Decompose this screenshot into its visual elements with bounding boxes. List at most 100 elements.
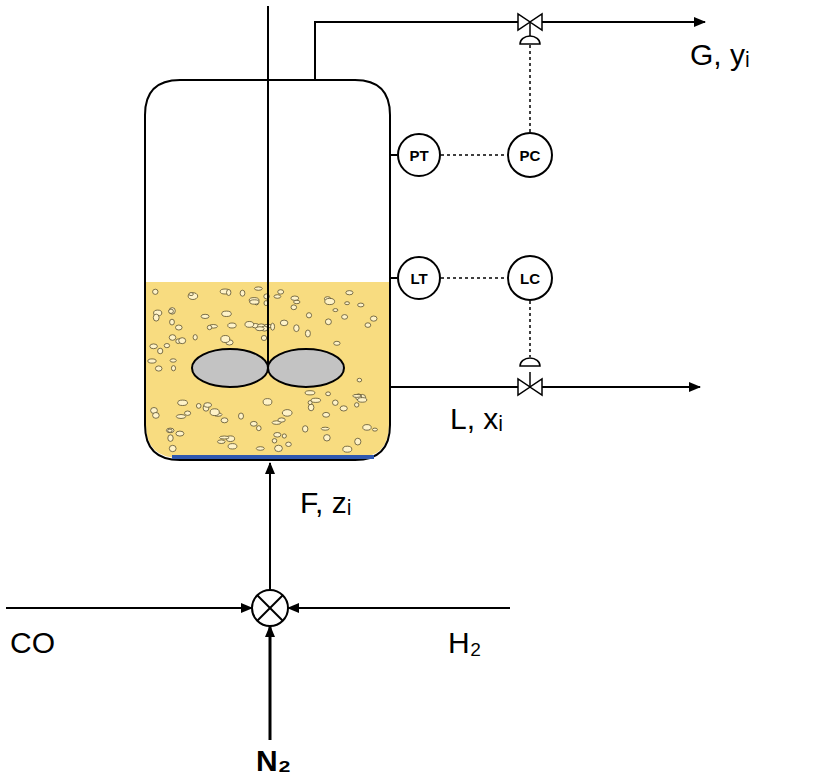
instrument-tag: LT — [410, 270, 427, 287]
instrument-tap — [390, 277, 397, 279]
gas-bubble — [278, 418, 285, 422]
gas-bubble — [333, 309, 338, 312]
gas-bubble — [294, 300, 300, 303]
gas-bubble — [326, 392, 331, 396]
gas-bubble — [178, 400, 188, 405]
gas-bubble — [342, 315, 348, 320]
gas-bubble — [150, 344, 158, 349]
gas-bubble — [343, 446, 352, 452]
instrument-bubble: PC — [507, 132, 553, 178]
instrument-bubble: LT — [397, 256, 441, 300]
gas-bubble — [324, 435, 331, 441]
stream-label: L, xᵢ — [450, 402, 503, 435]
n2-feed-arrow — [269, 626, 272, 740]
signal-line — [441, 277, 507, 279]
valve-stem — [529, 22, 531, 36]
gas-outlet-line — [315, 22, 518, 80]
gas-bubble — [305, 330, 310, 337]
co-feed-arrow — [6, 607, 252, 609]
signal-line — [529, 45, 531, 132]
impeller-blade — [268, 349, 344, 387]
instrument-tag: PC — [520, 147, 541, 164]
liquid-outlet-arrow — [542, 386, 700, 388]
gas-bubble — [275, 445, 283, 451]
gas-bubble — [169, 308, 175, 315]
gas-bubble — [370, 316, 377, 321]
gas-bubble — [291, 305, 297, 310]
impeller-blade — [192, 349, 268, 387]
gas-bubble — [278, 290, 284, 294]
control-valve — [518, 379, 530, 395]
gas-bubble — [201, 314, 209, 318]
gas-bubble — [171, 366, 175, 371]
gas-bubble — [210, 409, 219, 416]
gas-bubble — [282, 410, 292, 417]
gas-bubble — [176, 415, 185, 419]
component-label: N₂ — [256, 744, 291, 777]
gas-bubble — [176, 431, 184, 436]
gas-bubble — [321, 427, 329, 430]
stream-label: G, yᵢ — [690, 38, 750, 71]
gas-bubble — [153, 314, 159, 321]
gas-bubble — [355, 403, 359, 407]
gas-bubble — [204, 403, 212, 408]
gas-bubble — [255, 287, 263, 290]
gas-bubble — [365, 323, 371, 328]
gas-bubble — [274, 295, 281, 299]
gas-bubble — [153, 413, 160, 419]
h2-feed-arrow — [288, 607, 510, 609]
gas-bubble — [169, 335, 176, 341]
mixer-symbol — [257, 595, 283, 621]
gas-bubble — [196, 404, 201, 409]
gas-bubble — [294, 325, 299, 332]
gas-bubble — [207, 325, 211, 329]
instrument-bubble: LC — [507, 255, 553, 301]
gas-bubble — [357, 378, 362, 382]
instrument-bubble: PT — [397, 133, 441, 177]
control-valve — [530, 379, 542, 395]
gas-bubble — [155, 366, 162, 371]
instrument-tag: LC — [520, 270, 540, 287]
gas-bubble — [176, 325, 183, 330]
signal-line — [529, 301, 531, 357]
gas-bubble — [305, 391, 315, 395]
gas-bubble — [345, 302, 350, 305]
gas-bubble — [363, 425, 371, 431]
gas-bubble — [158, 348, 163, 354]
gas-bubble — [346, 291, 353, 295]
mixer-symbol — [252, 590, 288, 626]
gas-bubble — [221, 418, 228, 423]
gas-bubble — [153, 289, 158, 294]
gas-bubble — [308, 404, 314, 411]
gas-bubble — [256, 447, 264, 451]
feed-arrow — [269, 463, 271, 590]
gas-bubble — [311, 398, 321, 402]
control-valve — [518, 14, 530, 30]
gas-bubble — [323, 412, 330, 417]
valve-actuator — [520, 36, 540, 44]
gas-sparger — [172, 455, 374, 459]
gas-outlet-arrow — [542, 21, 705, 23]
gas-bubble — [189, 293, 193, 296]
gas-bubble — [250, 421, 257, 426]
gas-bubble — [218, 440, 226, 444]
gas-bubble — [168, 429, 172, 432]
gas-bubble — [372, 428, 377, 431]
gas-bubble — [168, 435, 173, 442]
gas-bubble — [239, 413, 244, 419]
gas-bubble — [222, 311, 232, 316]
gas-bubble — [245, 322, 254, 328]
gas-bubble — [303, 426, 308, 432]
gas-bubbles — [148, 287, 378, 452]
gas-bubble — [220, 436, 230, 439]
gas-bubble — [188, 293, 198, 300]
mixer-symbol — [257, 595, 283, 621]
gas-bubble — [170, 319, 175, 325]
gas-bubble — [185, 411, 191, 415]
gas-bubble — [274, 433, 281, 438]
gas-bubble — [272, 439, 277, 443]
gas-bubble — [170, 359, 176, 362]
gas-bubble — [221, 336, 230, 343]
